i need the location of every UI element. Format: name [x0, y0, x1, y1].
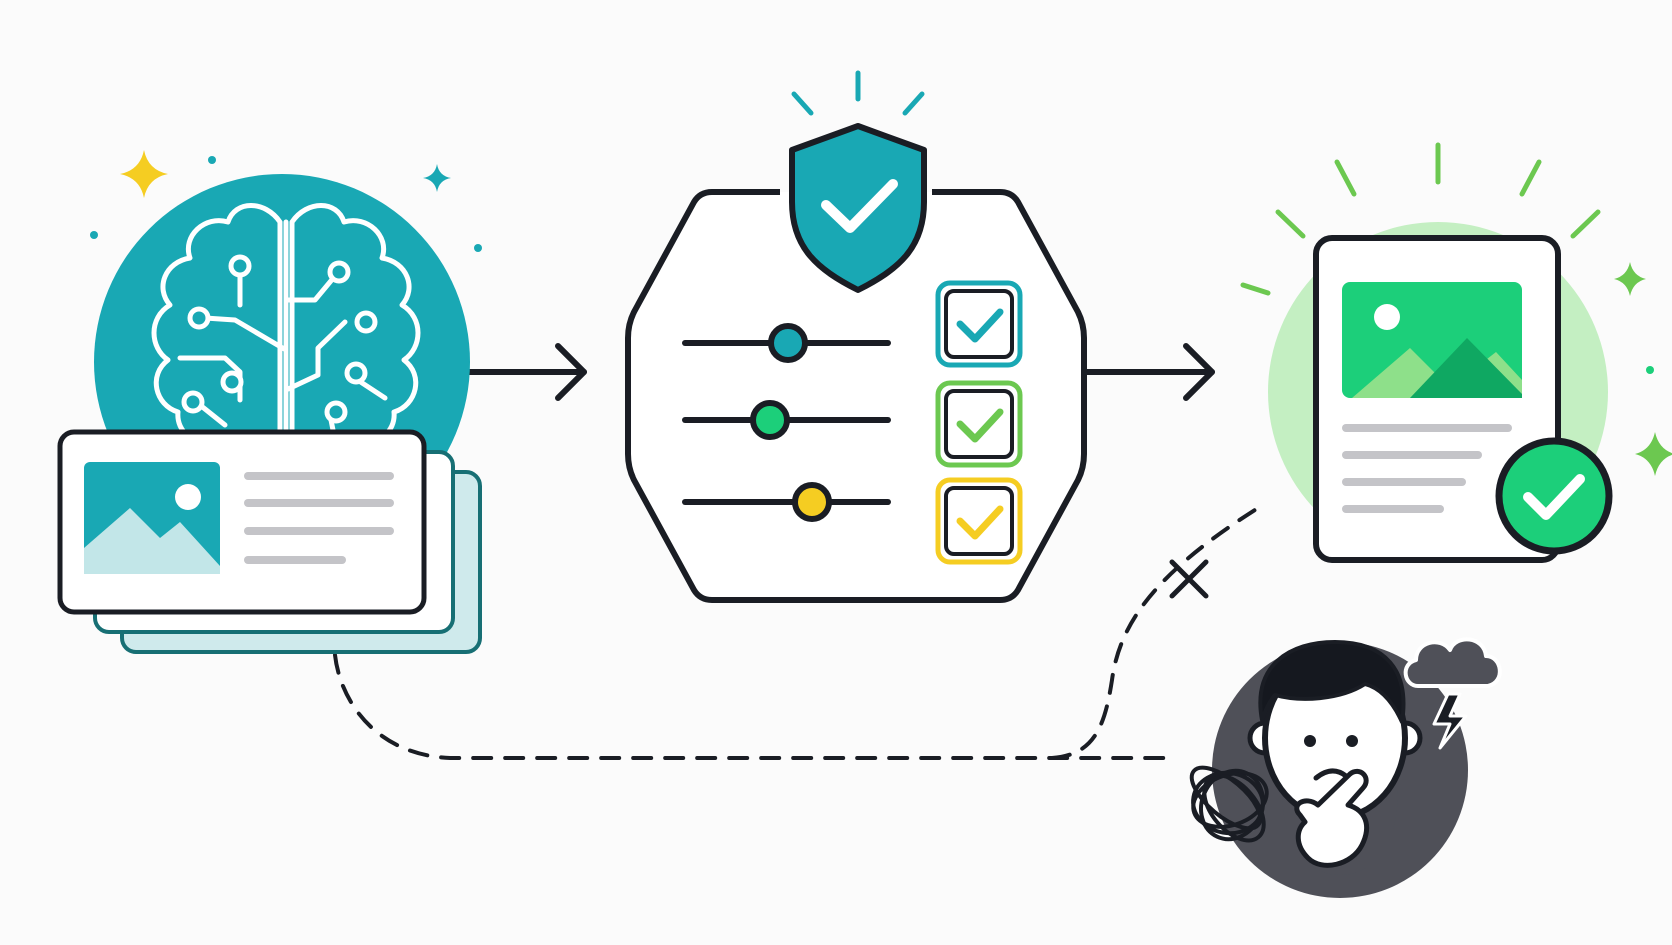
dot-icon [1646, 366, 1654, 374]
verified-output-node [1240, 142, 1672, 563]
slider-control [682, 482, 891, 522]
circuit-nodes [181, 254, 378, 424]
sparkle-icon [1614, 262, 1672, 476]
arrow-check-to-output [1070, 343, 1215, 401]
checkbox-checked-icon [935, 380, 1023, 468]
ai-model-node [57, 150, 482, 654]
scribble-icon [1189, 765, 1269, 843]
confused-user-node [1189, 637, 1502, 898]
checkbox-checked-icon [935, 280, 1023, 368]
sparkle-icon [120, 150, 168, 198]
generated-image-cards [57, 429, 482, 654]
slider-control [682, 323, 891, 363]
sparkle-icon [423, 164, 451, 192]
dot-icon [90, 231, 98, 239]
glow-rays [1240, 142, 1601, 296]
dashed-path-model-to-user [333, 653, 1172, 760]
verified-document-icon [1313, 235, 1561, 563]
dot-icon [208, 156, 216, 164]
text-lines [1342, 424, 1512, 513]
signal-rays [791, 70, 925, 116]
cross-icon [1169, 559, 1209, 599]
storm-cloud-icon [1403, 637, 1502, 750]
confused-person-icon [1247, 640, 1423, 875]
image-icon [84, 462, 220, 574]
checkbox-checked-icon [935, 477, 1023, 565]
dot-icon [474, 244, 482, 252]
safety-check-node [625, 70, 1087, 603]
slider-control [682, 400, 891, 440]
dashed-path-user-to-output [1050, 506, 1260, 760]
text-lines [244, 472, 394, 564]
shield-check-icon [789, 123, 927, 293]
verified-check-icon [1495, 437, 1613, 555]
